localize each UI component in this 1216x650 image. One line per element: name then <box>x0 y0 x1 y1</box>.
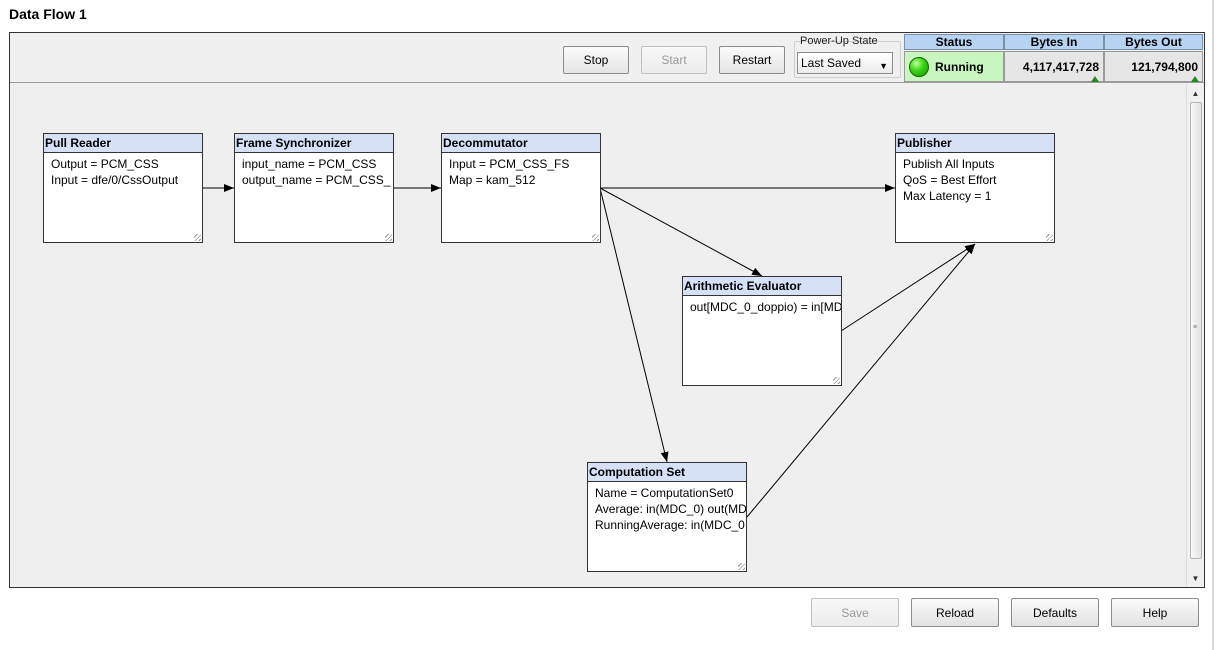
scroll-up-icon[interactable]: ▲ <box>1191 88 1200 98</box>
node-title: Computation Set <box>588 463 746 482</box>
bytes-out-header: Bytes Out <box>1104 34 1203 50</box>
node-decommutator[interactable]: Decommutator Input = PCM_CSS_FS Map = ka… <box>441 133 601 243</box>
node-title: Publisher <box>896 134 1054 153</box>
reload-button[interactable]: Reload <box>911 598 999 627</box>
resize-grip-icon[interactable] <box>833 377 840 384</box>
start-button[interactable]: Start <box>641 46 707 74</box>
node-property: QoS = Best Effort <box>903 173 997 187</box>
help-button[interactable]: Help <box>1111 598 1199 627</box>
bytes-in-cell: 4,117,417,728 <box>1004 51 1104 82</box>
node-property: output_name = PCM_CSS_ <box>242 173 391 187</box>
resize-grip-icon[interactable] <box>194 234 201 241</box>
running-indicator-icon <box>909 56 929 77</box>
node-pull-reader[interactable]: Pull Reader Output = PCM_CSS Input = dfe… <box>43 133 203 243</box>
node-property: RunningAverage: in(MDC_0 <box>595 518 745 532</box>
status-cell: Running <box>904 51 1004 82</box>
node-arithmetic-evaluator[interactable]: Arithmetic Evaluator out[MDC_0_doppio) =… <box>682 276 842 386</box>
powerup-selected-value: Last Saved <box>801 56 862 70</box>
save-button[interactable]: Save <box>811 598 899 627</box>
toolbar: Stop Start Restart Power-Up State Last S… <box>10 33 1204 83</box>
edge-decommutator-to-arith-eval <box>599 187 763 277</box>
bytes-out-value: 121,794,800 <box>1131 59 1198 74</box>
edge-arith-eval-to-publisher <box>840 243 976 332</box>
node-computation-set[interactable]: Computation Set Name = ComputationSet0 A… <box>587 462 747 572</box>
scrollbar-thumb[interactable]: ≡ <box>1190 102 1202 559</box>
node-title: Decommutator <box>442 134 600 153</box>
vertical-scrollbar[interactable]: ▲ ≡ ▼ <box>1186 84 1204 587</box>
scroll-down-icon[interactable]: ▼ <box>1191 573 1200 583</box>
node-property: Output = PCM_CSS <box>51 157 159 171</box>
indicator-triangle-icon <box>1191 76 1199 82</box>
window-edge <box>1212 0 1214 650</box>
data-flow-panel: Stop Start Restart Power-Up State Last S… <box>9 32 1205 588</box>
node-frame-synchronizer[interactable]: Frame Synchronizer input_name = PCM_CSS … <box>234 133 394 243</box>
node-publisher[interactable]: Publisher Publish All Inputs QoS = Best … <box>895 133 1055 243</box>
resize-grip-icon[interactable] <box>385 234 392 241</box>
bytes-in-value: 4,117,417,728 <box>1022 59 1099 74</box>
resize-grip-icon[interactable] <box>592 234 599 241</box>
indicator-triangle-icon <box>1091 76 1099 82</box>
bytes-out-cell: 121,794,800 <box>1104 51 1203 82</box>
node-property: input_name = PCM_CSS <box>242 157 377 171</box>
node-property: Max Latency = 1 <box>903 189 992 203</box>
edge-comp-set-to-publisher <box>746 243 976 518</box>
stop-button[interactable]: Stop <box>563 46 629 74</box>
status-table: Status Bytes In Bytes Out Running 4,117,… <box>904 34 1203 82</box>
node-property: Input = dfe/0/CssOutput <box>51 173 179 187</box>
powerup-state-select[interactable]: Last Saved ▼ <box>797 52 893 74</box>
edge-decommutator-to-comp-set <box>599 187 669 463</box>
bytes-in-header: Bytes In <box>1004 34 1104 50</box>
powerup-group <box>794 41 901 78</box>
connection-arrows <box>203 184 976 518</box>
flow-canvas[interactable]: Pull Reader Output = PCM_CSS Input = dfe… <box>10 84 1186 587</box>
node-property: out[MDC_0_doppio) = in[MD <box>690 300 841 314</box>
resize-grip-icon[interactable] <box>738 563 745 570</box>
node-title: Frame Synchronizer <box>235 134 393 153</box>
node-property: Input = PCM_CSS_FS <box>449 157 570 171</box>
resize-grip-icon[interactable] <box>1046 234 1053 241</box>
status-header: Status <box>904 34 1004 50</box>
defaults-button[interactable]: Defaults <box>1011 598 1099 627</box>
node-property: Publish All Inputs <box>903 157 995 171</box>
node-property: Average: in(MDC_0) out(MD <box>595 502 746 516</box>
node-property: Map = kam_512 <box>449 173 536 187</box>
grip-icon: ≡ <box>1193 324 1198 331</box>
node-title: Arithmetic Evaluator <box>683 277 841 296</box>
node-property: Name = ComputationSet0 <box>595 486 734 500</box>
window-title: Data Flow 1 <box>9 6 87 22</box>
chevron-down-icon: ▼ <box>879 61 888 71</box>
restart-button[interactable]: Restart <box>719 46 785 74</box>
status-value: Running <box>935 59 984 74</box>
node-title: Pull Reader <box>44 134 202 153</box>
powerup-label: Power-Up State <box>800 35 878 47</box>
